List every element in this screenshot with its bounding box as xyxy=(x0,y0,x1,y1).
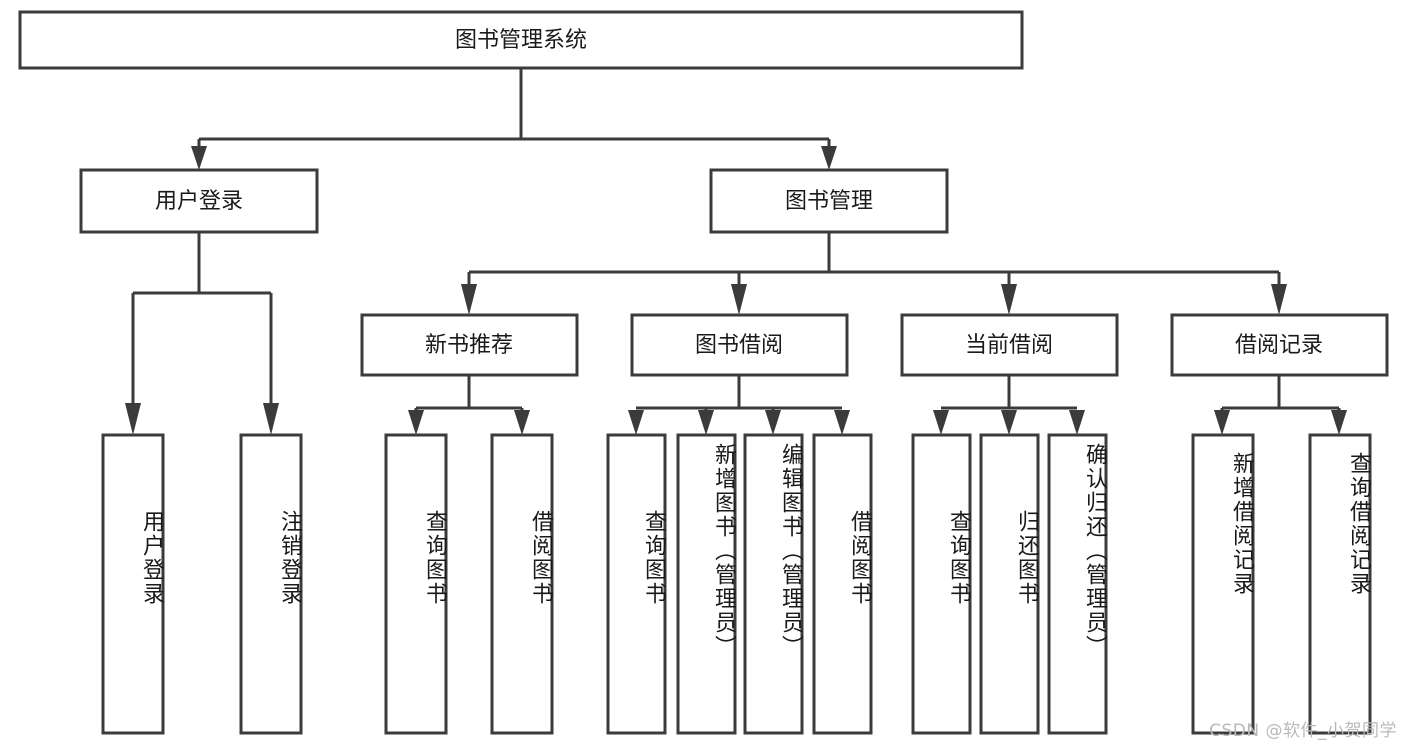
node-borrow-record[interactable]: 借阅记录 xyxy=(1170,313,1389,377)
node-root-label: 图书管理系统 xyxy=(455,28,587,53)
node-root[interactable]: 图书管理系统 xyxy=(18,10,1024,70)
arrowhead-new-book xyxy=(461,284,477,315)
node-current-borrow[interactable]: 当前借阅 xyxy=(900,313,1119,377)
leaf-box-br-add-record[interactable] xyxy=(1191,433,1255,735)
node-user-login-label: 用户登录 xyxy=(155,189,243,214)
arrowhead-br-leaf-2 xyxy=(1331,410,1347,435)
arrowhead-nb-leaf-1 xyxy=(408,410,424,435)
leaf-box-cb-query-book[interactable] xyxy=(911,433,972,735)
arrowhead-cb-leaf-1 xyxy=(933,410,949,435)
leaf-box-user-login[interactable] xyxy=(101,433,165,735)
arrowhead-book-manage xyxy=(821,146,837,170)
arrowhead-nb-leaf-2 xyxy=(514,410,530,435)
node-book-manage-label: 图书管理 xyxy=(785,189,873,214)
arrowhead-user-login xyxy=(191,146,207,170)
leaf-box-bb-add-book[interactable] xyxy=(676,433,737,735)
arrowhead-bb-leaf-1 xyxy=(628,410,644,435)
node-user-login[interactable]: 用户登录 xyxy=(79,168,319,234)
arrowhead-bb-leaf-4 xyxy=(834,410,850,435)
edges-layer xyxy=(125,68,1347,435)
node-current-borrow-label: 当前借阅 xyxy=(965,333,1053,358)
arrowhead-bb-leaf-2 xyxy=(698,410,714,435)
arrowhead-leaf-user-login xyxy=(125,403,141,435)
arrowhead-cb-leaf-2 xyxy=(1001,410,1017,435)
arrowhead-current-borrow xyxy=(1001,284,1017,315)
arrowhead-borrow-record xyxy=(1271,284,1287,315)
leaf-box-cb-confirm-return[interactable] xyxy=(1047,433,1108,735)
node-borrow-record-label: 借阅记录 xyxy=(1235,333,1323,358)
arrowhead-book-borrow xyxy=(731,284,747,315)
leaf-box-br-query-record[interactable] xyxy=(1308,433,1372,735)
arrowhead-bb-leaf-3 xyxy=(765,410,781,435)
leaf-box-nb-query-book[interactable] xyxy=(384,433,448,735)
node-new-book-recommend-label: 新书推荐 xyxy=(425,333,513,358)
leaf-box-bb-query-book[interactable] xyxy=(606,433,667,735)
leaf-box-logout[interactable] xyxy=(239,433,303,735)
nodes-layer: 图书管理系统 用户登录 图书管理 新书推荐 图书借阅 当前 xyxy=(18,10,1389,735)
csdn-watermark: CSDN @软件_小贺同学 xyxy=(1209,721,1397,741)
leaf-box-nb-borrow-book[interactable] xyxy=(490,433,554,735)
node-new-book-recommend[interactable]: 新书推荐 xyxy=(360,313,579,377)
leaf-box-bb-edit-book[interactable] xyxy=(743,433,804,735)
arrowhead-leaf-logout xyxy=(263,403,279,435)
node-book-borrow-label: 图书借阅 xyxy=(695,333,783,358)
node-book-borrow[interactable]: 图书借阅 xyxy=(630,313,849,377)
arrowhead-br-leaf-1 xyxy=(1214,410,1230,435)
leaf-box-bb-borrow-book[interactable] xyxy=(812,433,873,735)
arrowhead-cb-leaf-3 xyxy=(1069,410,1085,435)
node-book-manage[interactable]: 图书管理 xyxy=(709,168,949,234)
leaf-box-cb-return-book[interactable] xyxy=(979,433,1040,735)
